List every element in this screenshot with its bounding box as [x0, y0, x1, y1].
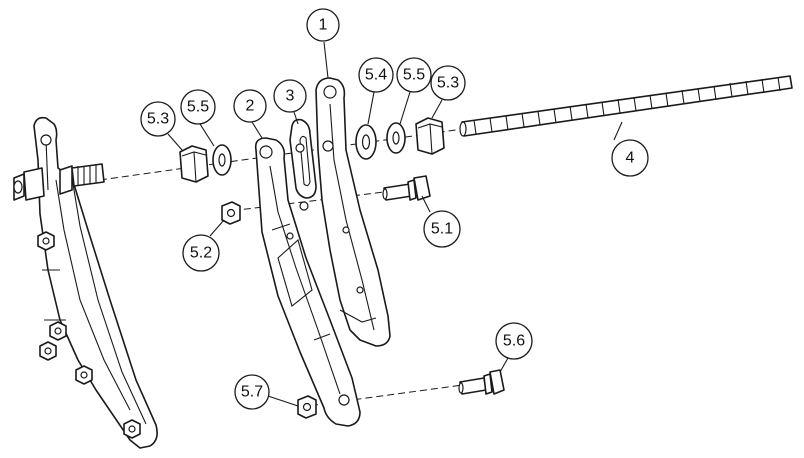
callout-3: 3	[273, 79, 307, 113]
svg-text:5.3: 5.3	[437, 75, 459, 92]
svg-text:5.2: 5.2	[190, 245, 212, 262]
flange-nut-5-2	[221, 201, 241, 225]
left-mounting-bracket	[33, 116, 158, 449]
callout-5-6: 5.6	[495, 322, 533, 360]
svg-text:2: 2	[246, 98, 255, 115]
part-3-slotted-link	[289, 118, 317, 199]
left-bracket-nut-3	[39, 341, 57, 361]
callout-2: 2	[233, 89, 267, 123]
nut-5-3-right	[415, 117, 445, 155]
callout-5-1: 5.1	[423, 210, 461, 248]
left-bracket-nut-4	[75, 365, 93, 385]
callout-5-2: 5.2	[182, 234, 220, 272]
left-bracket-nut-1	[37, 231, 55, 251]
svg-text:3: 3	[286, 88, 295, 105]
callout-5-5-left: 5.5	[180, 89, 216, 125]
callout-5-3-left: 5.3	[140, 101, 176, 137]
upper-bolt-axis-line	[221, 189, 401, 213]
leader-lines	[167, 41, 623, 407]
callout-5-7: 5.7	[234, 374, 270, 410]
bolt-5-6	[458, 369, 505, 395]
washer-5-5-left	[212, 144, 232, 176]
svg-text:5.7: 5.7	[241, 384, 263, 401]
callout-1: 1	[306, 8, 340, 42]
callout-5-4: 5.4	[358, 57, 394, 93]
callout-4: 4	[611, 139, 649, 177]
left-bracket-nut-2	[49, 321, 67, 341]
part-4-threaded-rod	[459, 75, 793, 137]
svg-text:5.4: 5.4	[365, 67, 387, 84]
main-axis-line	[99, 127, 471, 181]
callout-5-5-right: 5.5	[396, 57, 432, 93]
washer-5-5-right	[386, 122, 406, 154]
washer-5-4	[355, 124, 377, 160]
nut-5-3-left	[179, 145, 209, 183]
callout-5-3-right: 5.3	[430, 65, 466, 101]
part-2-plate	[254, 137, 361, 427]
svg-text:1: 1	[319, 17, 328, 34]
left-stud-bolt	[13, 163, 105, 201]
left-bracket-nut-5	[123, 419, 141, 439]
svg-text:5.3: 5.3	[147, 111, 169, 128]
svg-text:5.5: 5.5	[403, 67, 425, 84]
svg-text:5.5: 5.5	[187, 99, 209, 116]
svg-text:5.6: 5.6	[503, 333, 525, 350]
part-1-plate	[315, 77, 391, 347]
flange-nut-5-7	[297, 395, 317, 419]
bolt-5-1	[382, 175, 431, 201]
svg-text:4: 4	[626, 150, 635, 167]
svg-text:5.1: 5.1	[431, 221, 453, 238]
